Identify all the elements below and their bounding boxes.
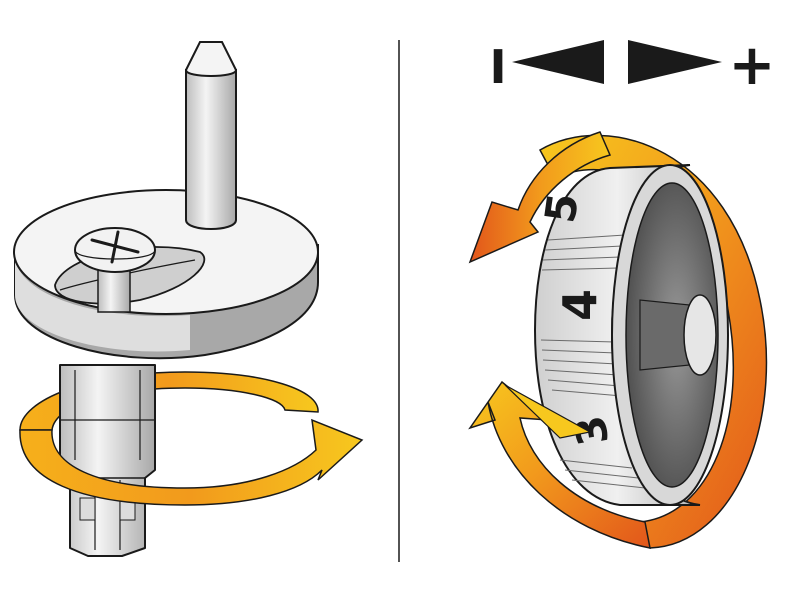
scale-min-symbol: I — [489, 40, 506, 94]
dial-knob: 5 4 3 — [533, 164, 729, 506]
scale-max-symbol: + — [729, 33, 776, 98]
right-panel: I + — [468, 33, 775, 549]
adjustment-disc — [13, 189, 319, 360]
right-rotation-arrow-front-top — [468, 131, 612, 264]
left-panel — [13, 41, 364, 557]
phillips-screw-icon — [74, 227, 156, 313]
dial-center-hub — [683, 294, 717, 376]
right-rotation-arrow-front-bottom — [468, 380, 651, 549]
dial-number-4: 4 — [553, 289, 607, 321]
triangle-right-icon — [628, 40, 722, 84]
right-rotation-arrow-tip — [504, 384, 592, 439]
clip-body — [59, 364, 156, 557]
triangle-left-icon — [512, 40, 604, 84]
dial-knurl — [540, 234, 646, 489]
scale-indicator: I + — [489, 33, 775, 98]
pin-icon — [184, 41, 238, 230]
left-rotation-arrow-front — [19, 418, 364, 506]
